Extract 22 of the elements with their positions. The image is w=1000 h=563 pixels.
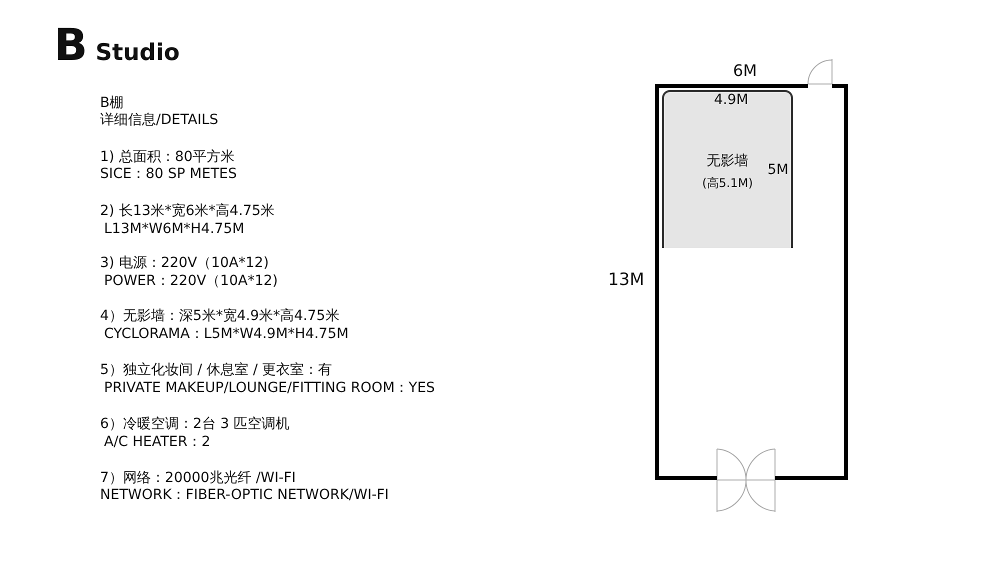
info-text: 5）独立化妆间 / 休息室 / 更衣室：有: [100, 362, 332, 378]
info-text: 6）冷暖空调：2台 3 匹空调机: [100, 416, 290, 432]
info-text: POWER：220V（10A*12): [104, 272, 278, 290]
title: B Studio: [54, 26, 180, 73]
dimension-label: 4.9M: [714, 92, 748, 108]
info-text: NETWORK：FIBER-OPTIC NETWORK/WI-FI: [100, 486, 389, 504]
info-text: L13M*W6M*H4.75M: [104, 220, 244, 238]
info-text: PRIVATE MAKEUP/LOUNGE/FITTING ROOM：YES: [104, 380, 435, 396]
room-wall: [655, 84, 848, 480]
info-text: 4）无影墙：深5米*宽4.9米*高4.75米: [100, 308, 340, 324]
info-text: 2) 长13米*宽6米*高4.75米: [100, 202, 275, 220]
info-text: CYCLORAMA：L5M*W4.9M*H4.75M: [104, 326, 349, 342]
dimension-label: 5M: [768, 162, 788, 178]
info-text: 3) 电源：220V（10A*12): [100, 254, 269, 272]
info-text: 详细信息/DETAILS: [100, 112, 218, 128]
info-text: B棚: [100, 94, 124, 112]
info-text: A/C HEATER：2: [104, 434, 210, 450]
dimension-label: 13M: [608, 270, 644, 290]
info-text: SICE：80 SP METES: [100, 166, 237, 182]
info-text: 1) 总面积：80平方米: [100, 148, 235, 166]
info-text: 7）网络：20000兆光纤 /WI-FI: [100, 470, 296, 486]
dimension-label: 6M: [733, 62, 757, 80]
